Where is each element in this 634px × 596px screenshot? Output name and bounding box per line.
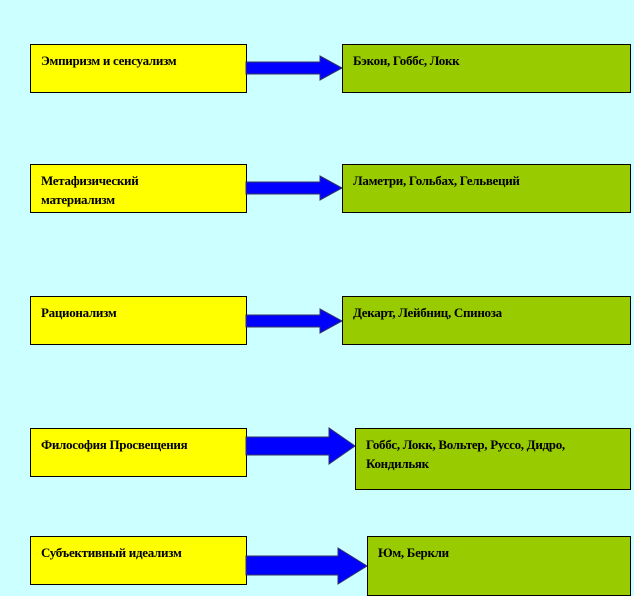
concept-label: Рационализм — [41, 305, 117, 320]
thinkers-label: Юм, Беркли — [378, 545, 449, 560]
arrow-right-icon — [245, 547, 368, 585]
concept-box-materialism: Метафизический материализм — [30, 164, 247, 213]
arrow-right-icon — [245, 55, 344, 81]
concept-label: Субъективный идеализм — [41, 545, 182, 560]
thinkers-label: Ламетри, Гольбах, Гельвеций — [353, 173, 520, 188]
arrow-right-icon — [245, 175, 344, 201]
concept-box-empiricism: Эмпиризм и сенсуализм — [30, 44, 247, 93]
arrow-right-icon — [245, 308, 344, 334]
thinkers-label: Гоббс, Локк, Вольтер, Руссо, Дидро, Конд… — [366, 437, 565, 471]
thinkers-box-empiricism: Бэкон, Гоббс, Локк — [342, 44, 631, 93]
thinkers-label: Декарт, Лейбниц, Спиноза — [353, 305, 502, 320]
thinkers-box-subjective-idealism: Юм, Беркли — [367, 536, 631, 596]
concept-label: Эмпиризм и сенсуализм — [41, 53, 177, 68]
thinkers-box-rationalism: Декарт, Лейбниц, Спиноза — [342, 296, 631, 345]
thinkers-label: Бэкон, Гоббс, Локк — [353, 53, 460, 68]
thinkers-box-enlightenment: Гоббс, Локк, Вольтер, Руссо, Дидро, Конд… — [355, 428, 631, 490]
concept-box-rationalism: Рационализм — [30, 296, 247, 345]
concept-box-subjective-idealism: Субъективный идеализм — [30, 536, 247, 585]
concept-label: Философия Просвещения — [41, 437, 188, 452]
thinkers-box-materialism: Ламетри, Гольбах, Гельвеций — [342, 164, 631, 213]
arrow-right-icon — [245, 427, 356, 465]
concept-box-enlightenment: Философия Просвещения — [30, 428, 247, 477]
concept-label: Метафизический материализм — [41, 173, 139, 207]
